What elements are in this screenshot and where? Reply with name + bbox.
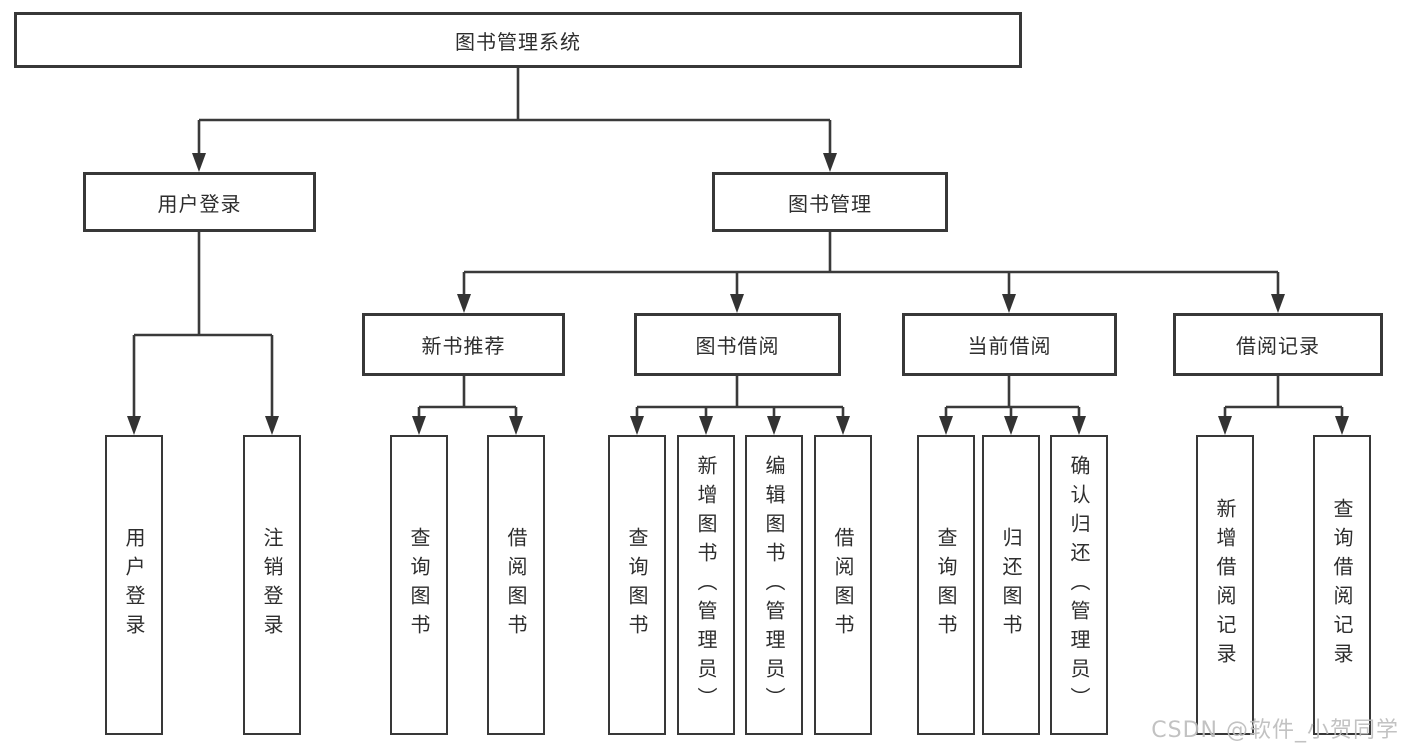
connector-root [197, 68, 832, 156]
arrowhead [823, 153, 837, 172]
node-borrow-record: 借阅记录 [1173, 313, 1383, 376]
node-root-system: 图书管理系统 [14, 12, 1022, 68]
leaf-query-book-current: 查询图书 [917, 435, 975, 735]
node-book-borrow: 图书借阅 [634, 313, 841, 376]
leaf-query-book-recommend: 查询图书 [390, 435, 448, 735]
connector-new-book-recommend [417, 376, 518, 419]
arrowhead [127, 416, 141, 435]
node-current-borrow: 当前借阅 [902, 313, 1117, 376]
arrowhead [192, 153, 206, 172]
connector-user-login [132, 231, 274, 419]
leaf-query-book-borrow: 查询图书 [608, 435, 666, 735]
arrowhead [836, 416, 850, 435]
leaf-query-borrow-record: 查询借阅记录 [1313, 435, 1371, 735]
leaf-edit-book-admin: 编辑图书（管理员） [745, 435, 803, 735]
node-book-management: 图书管理 [712, 172, 948, 232]
arrowhead [630, 416, 644, 435]
node-user-login: 用户登录 [83, 172, 316, 232]
arrowhead [265, 416, 279, 435]
arrowhead [730, 294, 744, 313]
arrowhead [1271, 294, 1285, 313]
connector-book-borrow [635, 376, 845, 419]
leaf-add-borrow-record: 新增借阅记录 [1196, 435, 1254, 735]
arrowhead [412, 416, 426, 435]
arrowhead [1218, 416, 1232, 435]
arrowhead [1002, 294, 1016, 313]
leaf-borrow-book: 借阅图书 [814, 435, 872, 735]
connector-book-management [462, 231, 1280, 297]
leaf-return-book: 归还图书 [982, 435, 1040, 735]
arrowhead [1004, 416, 1018, 435]
arrowhead [1335, 416, 1349, 435]
connector-current-borrow [944, 376, 1081, 419]
arrowhead [457, 294, 471, 313]
leaf-logout: 注销登录 [243, 435, 301, 735]
arrowhead [1072, 416, 1086, 435]
leaf-confirm-return-admin: 确认归还（管理员） [1050, 435, 1108, 735]
arrowhead [939, 416, 953, 435]
arrowhead [767, 416, 781, 435]
arrowhead [699, 416, 713, 435]
leaf-user-login: 用户登录 [105, 435, 163, 735]
leaf-borrow-book-recommend: 借阅图书 [487, 435, 545, 735]
arrowhead [509, 416, 523, 435]
connector-borrow-record [1223, 376, 1344, 419]
leaf-add-book-admin: 新增图书（管理员） [677, 435, 735, 735]
node-new-book-recommend: 新书推荐 [362, 313, 565, 376]
